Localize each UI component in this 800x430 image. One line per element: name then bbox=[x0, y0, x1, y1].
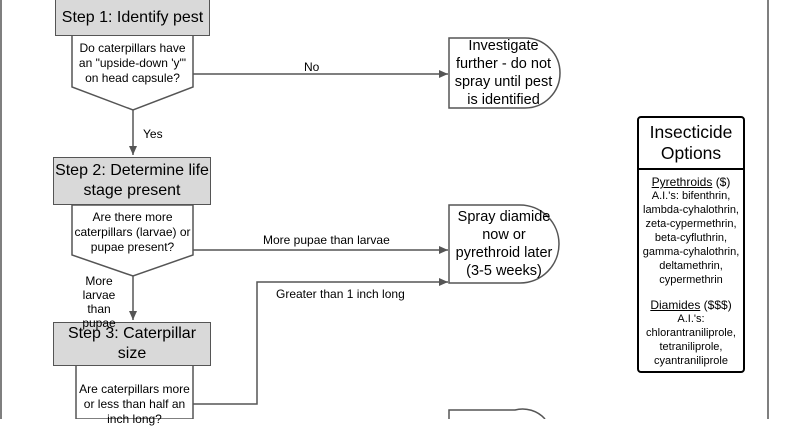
group-item: chlorantraniliprole, bbox=[646, 327, 736, 339]
step-1-label: Step 1: Identify pest bbox=[61, 9, 204, 26]
group-header-diamides: Diamides ($$$) bbox=[639, 298, 743, 312]
insecticide-options-panel: Insecticide Options Pyrethroids ($) A.I.… bbox=[637, 116, 745, 373]
outcome-2-text: Spray diamide now or pyrethroid later (3… bbox=[455, 209, 553, 279]
group-item: lambda-cyhalothrin, bbox=[643, 204, 739, 216]
step-1-box: Step 1: Identify pest bbox=[55, 0, 210, 36]
group-ai-pyrethroids: A.I.'s: bifenthrin, bbox=[651, 190, 731, 202]
step-3-label: Step 3: Caterpillar size bbox=[67, 325, 197, 362]
label-no: No bbox=[304, 60, 320, 74]
step-3-box: Step 3: Caterpillar size bbox=[53, 322, 211, 366]
group-cost-diamides: ($$$) bbox=[703, 298, 732, 312]
step-2-label: Step 2: Determine life stage present bbox=[55, 162, 209, 199]
outcome-shape-2 bbox=[448, 204, 560, 284]
group-item: deltamethrin, bbox=[659, 260, 723, 272]
group-item: tetraniliprole, bbox=[659, 341, 723, 353]
label-greater-1in: Greater than 1 inch long bbox=[276, 287, 405, 301]
group-header-pyrethroids: Pyrethroids ($) bbox=[639, 175, 743, 189]
label-yes: Yes bbox=[143, 127, 163, 141]
flow-connectors bbox=[0, 0, 769, 419]
step-2-box: Step 2: Determine life stage present bbox=[53, 157, 211, 205]
decision-3-text: Are caterpillars more or less than half … bbox=[79, 382, 190, 426]
group-item: beta-cyfluthrin, bbox=[654, 232, 728, 244]
options-body: Pyrethroids ($) A.I.'s: bifenthrin, lamb… bbox=[639, 170, 743, 368]
options-title: Insecticide Options bbox=[639, 118, 743, 170]
group-cost-pyrethroids: ($) bbox=[715, 175, 731, 189]
group-item: zeta-cypermethrin, bbox=[645, 218, 737, 230]
outcome-shape-3 bbox=[448, 408, 546, 419]
group-name-pyrethroids: Pyrethroids bbox=[651, 175, 713, 189]
decision-1-text: Do caterpillars have an "upside-down 'y'… bbox=[78, 40, 187, 85]
group-ai-diamides: A.I.'s: bbox=[677, 313, 705, 325]
group-item: cyantraniliprole bbox=[654, 355, 728, 367]
decision-2-text: Are there more caterpillars (larvae) or … bbox=[74, 209, 191, 254]
label-more-pupae: More pupae than larvae bbox=[263, 233, 390, 247]
group-name-diamides: Diamides bbox=[650, 298, 701, 312]
decision-shape-2 bbox=[71, 204, 194, 277]
group-item: cypermethrin bbox=[659, 274, 723, 286]
arrow-greater-1in bbox=[193, 278, 448, 405]
group-item: gamma-cyhalothrin, bbox=[642, 246, 740, 258]
outcome-1-text: Investigate further - do not spray until… bbox=[454, 38, 553, 108]
label-more-larvae: More larvae than pupae bbox=[82, 274, 116, 330]
outcome-shape-1 bbox=[448, 37, 561, 109]
